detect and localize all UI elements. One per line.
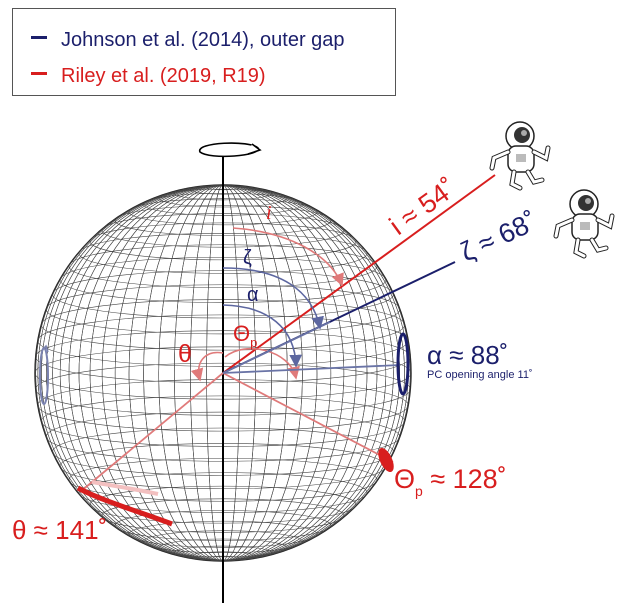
legend: Johnson et al. (2014), outer gap Riley e…	[12, 8, 396, 96]
arc-zeta	[222, 267, 324, 330]
longitude-line	[89, 185, 357, 561]
longitude-line	[158, 185, 288, 561]
longitude-line	[101, 185, 345, 561]
polar-cap-ring-right	[396, 332, 410, 396]
legend-swatch-johnson	[31, 36, 47, 40]
longitude-line	[114, 185, 332, 561]
longitude-line	[78, 185, 368, 561]
label-arc-alpha: α	[247, 284, 259, 306]
longitude-line	[35, 185, 411, 561]
label-alpha-main: α ≈ 88˚	[427, 340, 508, 370]
legend-label-riley: Riley et al. (2019, R19)	[61, 65, 266, 87]
label-theta-p-main: Θp ≈ 128˚	[394, 464, 507, 499]
astronaut-icon	[489, 121, 551, 191]
label-arc-zeta: ζ	[243, 247, 252, 269]
label-arc-theta: θ	[178, 340, 192, 368]
line-zeta-inner	[222, 321, 331, 374]
arc-i	[232, 227, 344, 287]
astronaut-icon	[553, 189, 615, 259]
line-alpha	[222, 364, 401, 374]
longitude-line	[59, 185, 387, 561]
legend-item-johnson: Johnson et al. (2014), outer gap	[31, 29, 345, 52]
longitude-line	[190, 185, 256, 561]
label-theta-main: θ ≈ 141˚	[12, 515, 107, 545]
longitude-line	[174, 185, 272, 561]
line-theta-p	[222, 372, 394, 463]
label-zeta-main: ζ ≈ 68˚	[456, 206, 542, 267]
arc-theta	[190, 351, 224, 382]
label-arc-i: i	[266, 202, 272, 224]
legend-label-johnson: Johnson et al. (2014), outer gap	[61, 29, 345, 51]
johnson-geometry	[39, 261, 456, 405]
longitude-line	[52, 185, 394, 561]
legend-item-riley: Riley et al. (2019, R19)	[31, 65, 266, 88]
riley-geometry	[76, 174, 496, 527]
line-i-axis	[222, 174, 496, 374]
line-theta	[79, 372, 224, 493]
hotspot-theta-p	[378, 447, 394, 473]
hotspot-theta	[76, 485, 173, 527]
label-pc-opening: PC opening angle 11˚	[427, 369, 533, 381]
longitude-line	[128, 185, 318, 561]
rotation-arrow-icon	[199, 142, 262, 158]
label-arc-theta-p: Θp	[233, 321, 257, 350]
arc-alpha	[222, 304, 303, 368]
legend-swatch-riley	[31, 72, 47, 76]
longitude-line	[143, 185, 303, 561]
longitude-line	[68, 185, 378, 561]
longitude-line	[41, 185, 405, 561]
